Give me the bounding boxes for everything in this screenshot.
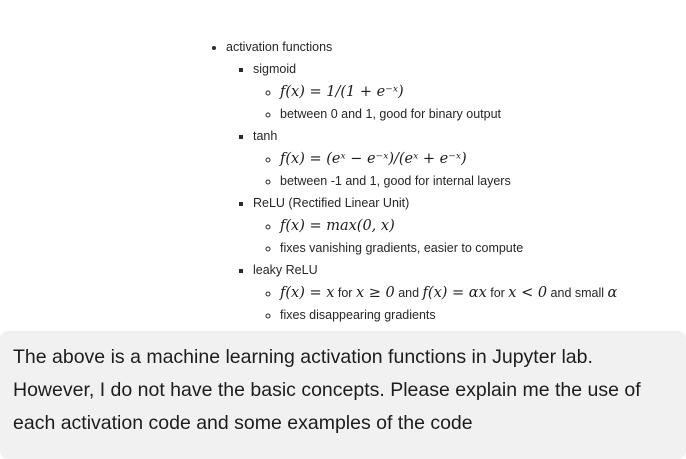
activation-name: ReLU (Rectified Linear Unit) xyxy=(253,196,410,210)
list-item-sigmoid: sigmoid f(x) = 1/(1 + e⁻ˣ) between 0 and… xyxy=(253,59,686,125)
activation-note: fixes vanishing gradients, easier to com… xyxy=(280,238,686,259)
list-item-topic: activation functions sigmoid f(x) = 1/(1… xyxy=(226,37,686,326)
activation-name: tanh xyxy=(253,129,278,143)
activation-note: between 0 and 1, good for binary output xyxy=(280,104,686,125)
activation-formula: f(x) = x for x ≥ 0 and f(x) = αx for x <… xyxy=(280,282,686,304)
activation-formula: f(x) = 1/(1 + e⁻ˣ) xyxy=(280,81,686,103)
activation-name: leaky ReLU xyxy=(253,263,318,277)
activation-note: fixes disappearing gradients xyxy=(280,305,686,326)
list-item-relu: ReLU (Rectified Linear Unit) f(x) = max(… xyxy=(253,193,686,259)
user-message-text: The above is a machine learning activati… xyxy=(13,346,641,434)
list-item-leaky-relu: leaky ReLU f(x) = x for x ≥ 0 and f(x) =… xyxy=(253,260,686,326)
activation-note: between -1 and 1, good for internal laye… xyxy=(280,171,686,192)
activation-formula: f(x) = (eˣ − e⁻ˣ)/(eˣ + e⁻ˣ) xyxy=(280,148,686,170)
activation-name: sigmoid xyxy=(253,62,297,76)
bulleted-list: activation functions sigmoid f(x) = 1/(1… xyxy=(0,37,686,326)
notebook-output: activation functions sigmoid f(x) = 1/(1… xyxy=(0,0,686,327)
list-item-tanh: tanh f(x) = (eˣ − e⁻ˣ)/(eˣ + e⁻ˣ) betwee… xyxy=(253,126,686,192)
activation-formula: f(x) = max(0, x) xyxy=(280,215,686,237)
activation-list: sigmoid f(x) = 1/(1 + e⁻ˣ) between 0 and… xyxy=(226,59,686,326)
topic-label: activation functions xyxy=(226,40,333,54)
user-message-bubble: The above is a machine learning activati… xyxy=(0,331,686,459)
